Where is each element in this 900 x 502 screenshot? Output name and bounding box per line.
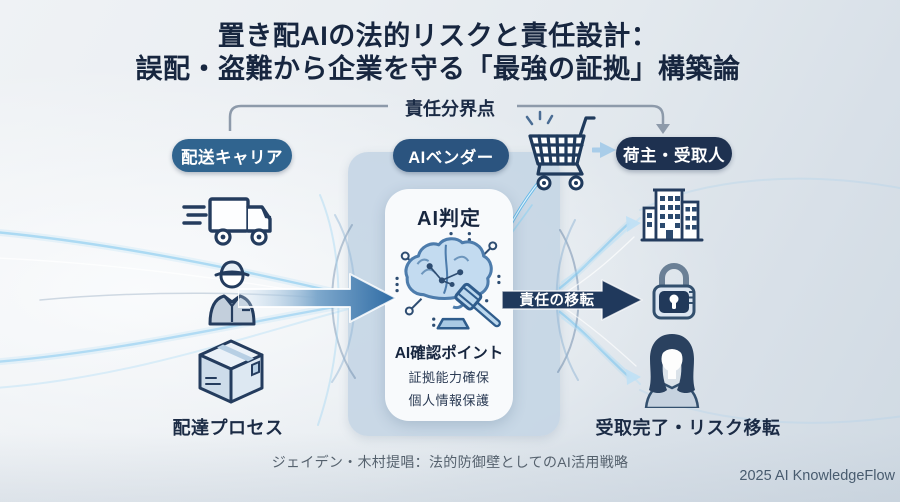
ai-judgement-heading: AI判定 — [417, 208, 481, 230]
left-column-caption: 配達プロセス — [172, 418, 284, 438]
pill-vendor: AIベンダー — [393, 139, 509, 172]
package-icon — [198, 339, 264, 404]
process-flow-arrow — [238, 273, 397, 323]
footer-caption: ジェイデン・木村提唱：法的防御壁としてのAI活用戦略 — [271, 454, 629, 470]
courier-icon — [208, 260, 256, 326]
shopping-cart-icon — [525, 110, 596, 191]
building-icon — [640, 188, 704, 242]
boundary-bracket — [228, 104, 670, 134]
lock-icon — [652, 263, 696, 320]
brain-gavel-icon — [395, 231, 501, 330]
boundary-label: 責任分界点 — [405, 99, 495, 119]
ai-check-subheading: AI確認ポイント — [394, 345, 504, 362]
ai-judgement-card: AI判定 — [385, 189, 513, 421]
brand-credit: 2025 AI KnowledgeFlow — [739, 468, 895, 484]
ai-check-point-1: 証拠能力確保 — [408, 370, 490, 385]
truck-icon — [182, 197, 272, 246]
title-line1: 置き配AIの法的リスクと責任設計： — [217, 21, 659, 51]
title-line2: 誤配・盗難から企業を守る「最強の証拠」構築論 — [135, 53, 741, 84]
page-title: 置き配AIの法的リスクと責任設計： 誤配・盗難から企業を守る「最強の証拠」構築論 — [0, 20, 876, 86]
right-column-caption: 受取完了・リスク移転 — [595, 418, 781, 438]
liability-transfer-label: 責任の移転 — [519, 293, 595, 309]
ai-check-point-2: 個人情報保護 — [408, 393, 490, 408]
pill-consignee: 荷主・受取人 — [616, 137, 732, 170]
liability-transfer-arrow — [502, 279, 643, 321]
recipient-icon — [644, 334, 700, 408]
cart-to-consignee-arrow — [592, 142, 616, 158]
pill-carrier: 配送キャリア — [172, 139, 292, 172]
